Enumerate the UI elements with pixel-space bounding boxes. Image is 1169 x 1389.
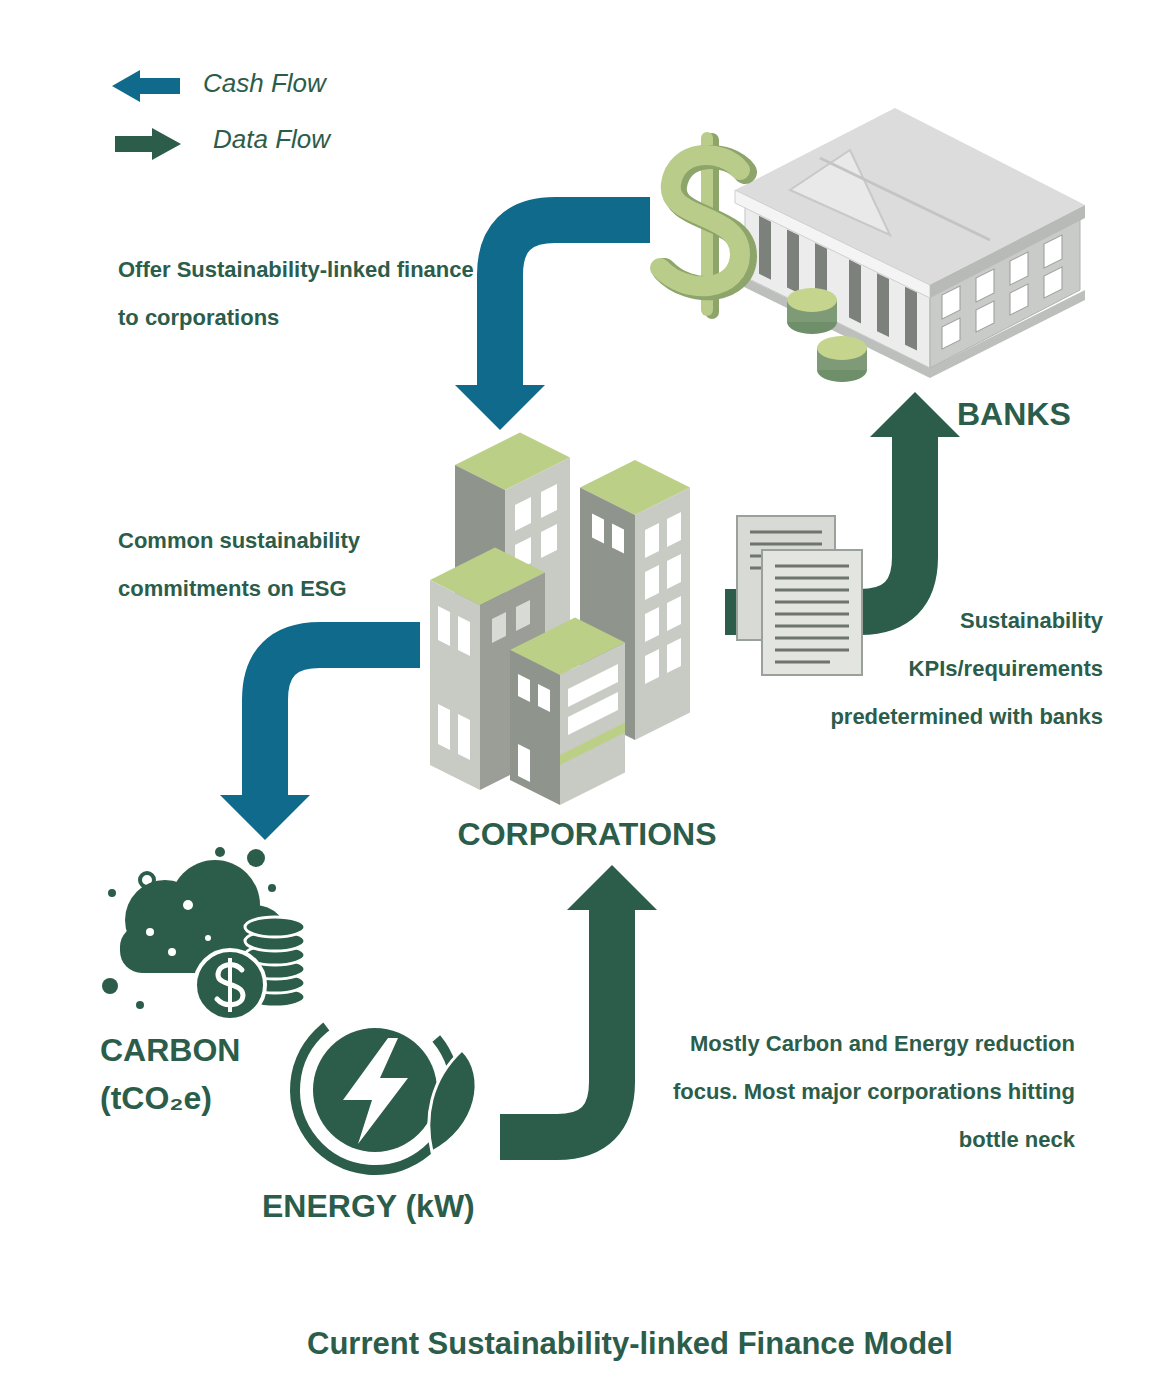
energy-node: ENERGY (kW) [255, 1000, 500, 1230]
node-label: CARBON (tCO₂e) [100, 1026, 260, 1122]
corporations-node: CORPORATIONS [420, 430, 725, 865]
corporations-illustration [430, 433, 690, 806]
cash-flow-arrow [220, 645, 420, 840]
arrow-band [500, 220, 650, 385]
arrow-band [500, 910, 612, 1137]
flow-label: Common sustainability commitments on ESG [118, 517, 418, 613]
arrow-head [220, 795, 310, 840]
flow-label: Sustainability KPIs/requirements predete… [773, 597, 1103, 741]
arrow-head [870, 392, 960, 437]
diagram-caption: Current Sustainability-linked Finance Mo… [130, 1322, 1130, 1366]
documents-icon [737, 516, 862, 675]
bank-node: BANKS [650, 80, 1080, 392]
arrow-head [455, 385, 545, 430]
carbon-icon [102, 847, 305, 1020]
data-flow-legend-arrow [115, 128, 181, 160]
carbon-node: CARBON (tCO₂e) [95, 840, 320, 1125]
flow-label: Mostly Carbon and Energy reduction focus… [670, 1020, 1075, 1164]
data-flow-arrow [500, 865, 657, 1137]
cash-flow-arrow [455, 220, 650, 430]
arrow-band [265, 645, 420, 795]
legend-label: Cash Flow [203, 66, 326, 100]
cash-flow-legend-arrow [112, 70, 180, 102]
node-label: ENERGY (kW) [262, 1186, 475, 1226]
energy-icon [262, 977, 487, 1202]
arrow-head [567, 865, 657, 910]
flow-label: Offer Sustainability-linked finance to c… [118, 246, 488, 342]
node-label: BANKS [957, 394, 1071, 434]
bank-illustration [660, 108, 1085, 382]
legend-label: Data Flow [213, 122, 330, 156]
node-label: CORPORATIONS [422, 814, 752, 854]
